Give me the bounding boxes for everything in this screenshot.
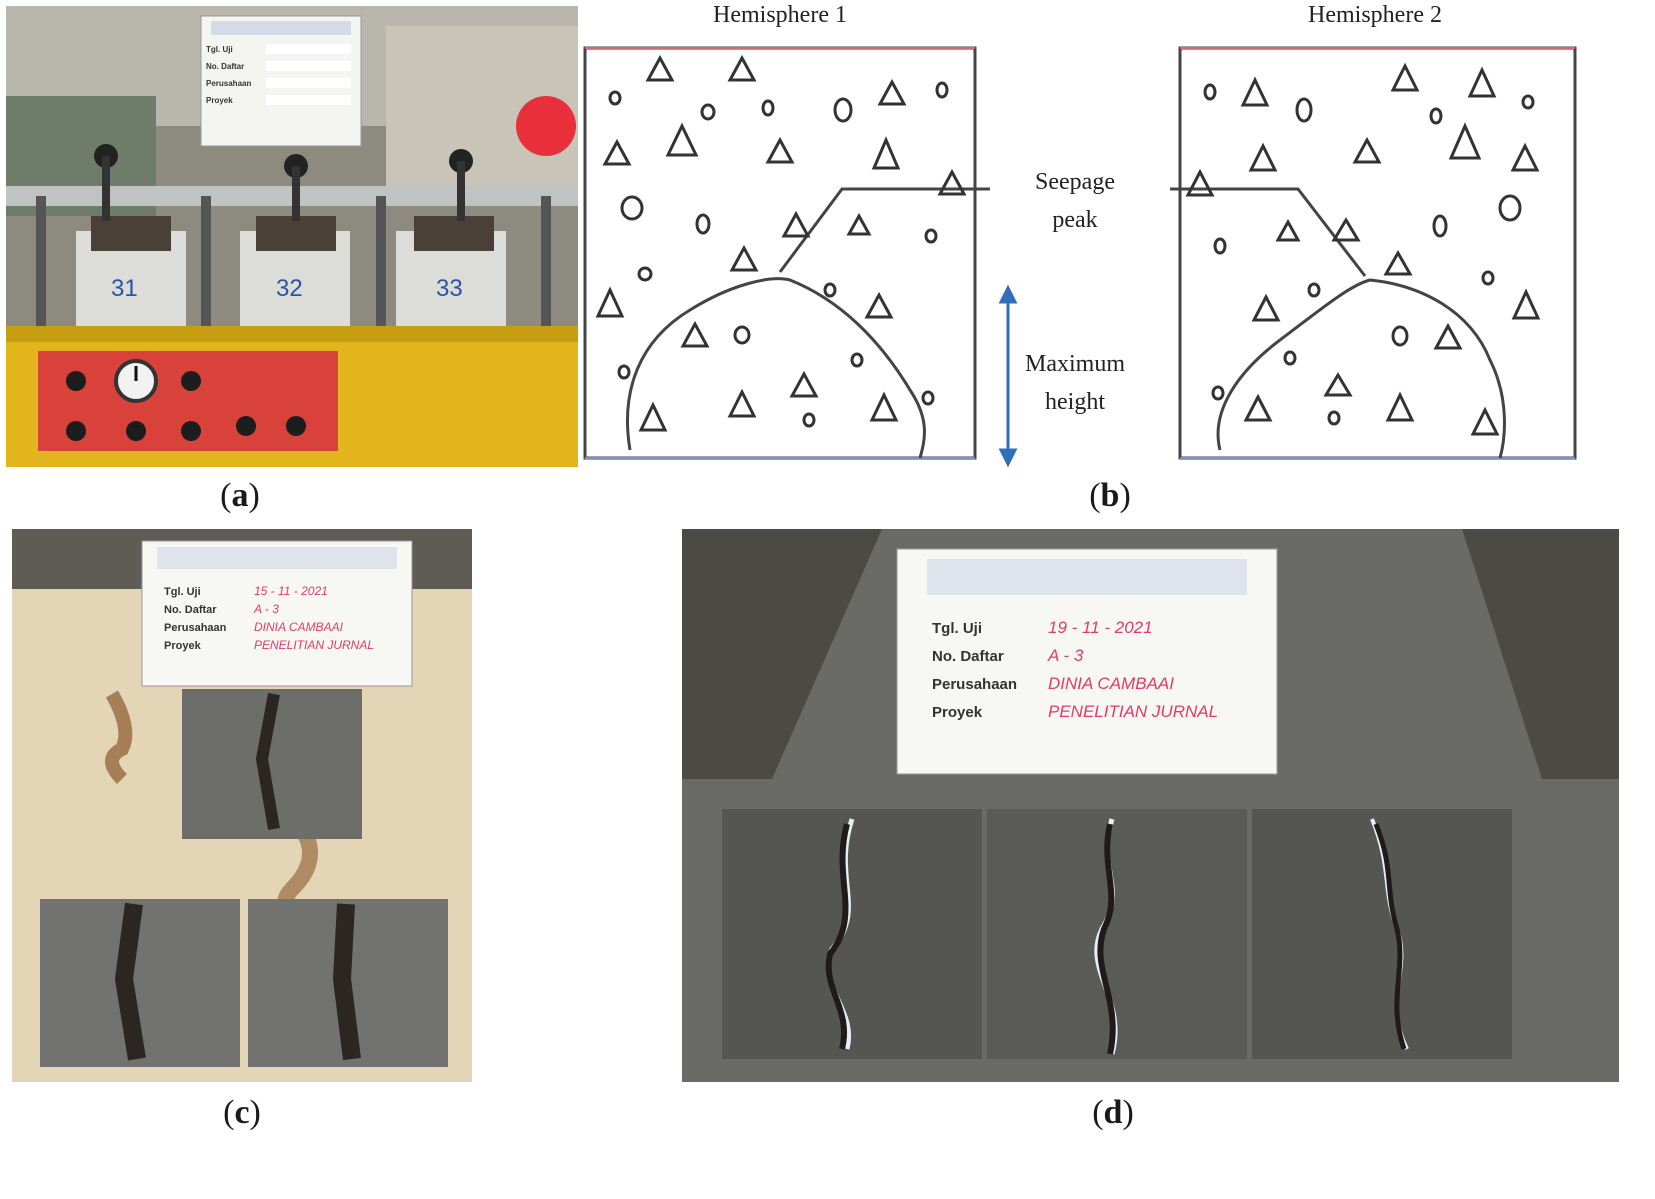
card-c-row4-label: Proyek <box>164 640 202 652</box>
hemisphere-1-title: Hemisphere 1 <box>713 2 847 28</box>
panel-b-diagram <box>580 40 1640 470</box>
seepage-peak-line2: peak <box>1052 207 1098 233</box>
card-c-row3-label: Perusahaan <box>164 622 227 634</box>
card-c-row3-value: DINIA CAMBAAI <box>254 620 344 634</box>
max-height-line1: Maximum <box>1025 351 1125 377</box>
panel-d-photo: Tgl. Uji No. Daftar Perusahaan Proyek 19… <box>682 529 1619 1082</box>
aggregate-symbols-1 <box>595 54 967 432</box>
card-a-row1-label: Tgl. Uji <box>206 45 233 54</box>
panel-c-photo: Tgl. Uji No. Daftar Perusahaan Proyek 15… <box>12 529 472 1082</box>
panel-a-photo: Tgl. Uji No. Daftar Perusahaan Proyek 31… <box>6 6 578 467</box>
caption-a-letter: a <box>231 477 249 514</box>
caption-a: (a) <box>220 477 260 514</box>
seepage-peak-line1: Seepage <box>1035 169 1115 195</box>
seepage-peak-label: Seepage peak <box>1000 163 1150 239</box>
caption-c: (c) <box>223 1094 261 1131</box>
card-c-row1-value: 15 - 11 - 2021 <box>254 584 328 598</box>
split-face-2 <box>987 809 1247 1059</box>
cube-3-number: 33 <box>436 275 463 302</box>
hemisphere-2-box <box>1170 46 1577 460</box>
caption-c-letter: c <box>234 1094 250 1131</box>
card-d-row1-label: Tgl. Uji <box>932 620 982 637</box>
card-a-row3-label: Perusahaan <box>206 79 251 88</box>
split-face-1 <box>722 809 982 1059</box>
hemisphere-2-title: Hemisphere 2 <box>1308 2 1442 28</box>
card-d-row4-label: Proyek <box>932 704 983 721</box>
caption-d-letter: d <box>1103 1094 1123 1131</box>
aggregate-symbols-2 <box>1185 62 1541 436</box>
apparatus-illustration: Tgl. Uji No. Daftar Perusahaan Proyek 31… <box>6 6 578 467</box>
card-d-row3-value: DINIA CAMBAAI <box>1048 674 1174 693</box>
card-c-row1-label: Tgl. Uji <box>164 586 201 598</box>
caption-b: (b) <box>1089 477 1131 514</box>
caption-b-letter: b <box>1100 477 1120 514</box>
cube-1-number: 31 <box>111 275 138 302</box>
hemisphere-1-box <box>583 46 990 460</box>
card-d-row3-label: Perusahaan <box>932 676 1017 693</box>
card-c-row2-label: No. Daftar <box>164 604 217 616</box>
max-height-label: Maximum height <box>1000 345 1150 421</box>
card-d-row1-value: 19 - 11 - 2021 <box>1048 618 1153 637</box>
caption-d: (d) <box>1092 1094 1134 1131</box>
max-height-arrow <box>998 284 1018 468</box>
card-a-row2-label: No. Daftar <box>206 62 244 71</box>
card-a-row4-label: Proyek <box>206 96 233 105</box>
cube-2-number: 32 <box>276 275 303 302</box>
card-d-row2-label: No. Daftar <box>932 648 1004 665</box>
card-c-row2-value: A - 3 <box>253 602 279 616</box>
card-d-row4-value: PENELITIAN JURNAL <box>1048 702 1218 721</box>
card-d-row2-value: A - 3 <box>1047 646 1084 665</box>
card-c-row4-value: PENELITIAN JURNAL <box>254 638 374 652</box>
max-height-line2: height <box>1045 389 1105 415</box>
